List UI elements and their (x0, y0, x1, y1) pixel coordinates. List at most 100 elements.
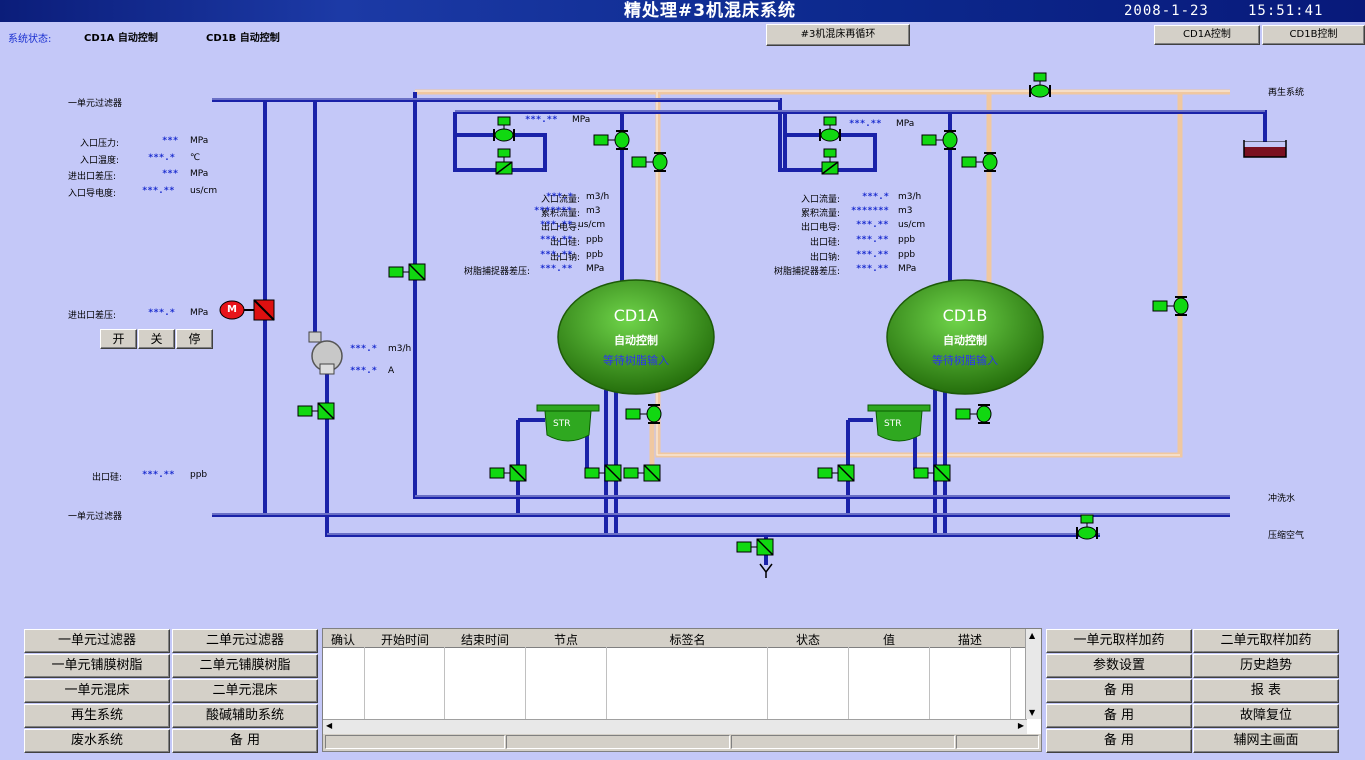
col-divider (525, 647, 526, 719)
system-status-label: 系统状态: (8, 34, 52, 45)
col-description[interactable]: 描述 (957, 633, 982, 647)
regen-tank (1243, 141, 1287, 158)
filter-top-label: 一单元过滤器 (68, 99, 123, 109)
col-node[interactable]: 节点 (553, 633, 578, 647)
nav-unit2-filter[interactable]: 二单元过滤器 (172, 629, 318, 653)
nav-unit1-mixed-bed[interactable]: 一单元混床 (24, 679, 170, 703)
cd1b-param-label: 出口硅: (809, 238, 840, 248)
cd1b-param-value: ***.** (856, 235, 889, 245)
recirculation-button[interactable]: #3机混床再循环 (766, 24, 910, 46)
alarm-horizontal-scrollbar[interactable]: ◀ ▶ (323, 719, 1027, 734)
cd1a-param-label: 出口电导: (540, 223, 580, 233)
stop-button[interactable]: 停 (176, 329, 213, 349)
col-status[interactable]: 状态 (795, 633, 820, 647)
cd1a-param-value: ***.* (546, 192, 574, 202)
nav-unit1-filter[interactable]: 一单元过滤器 (24, 629, 170, 653)
nav-spare-3[interactable]: 备 用 (1046, 729, 1192, 753)
nav-unit2-mixed-bed[interactable]: 二单元混床 (172, 679, 318, 703)
nav-unit1-precoat[interactable]: 一单元铺膜树脂 (24, 654, 170, 678)
compressed-air-label: 压缩空气 (1268, 531, 1305, 541)
motor-label[interactable]: M (227, 304, 237, 315)
open-button[interactable]: 开 (100, 329, 137, 349)
cd1b-param-value: ***.** (856, 264, 889, 274)
nav-unit2-sampling[interactable]: 二单元取样加药 (1193, 629, 1339, 653)
window-title: 精处理#3机混床系统 (623, 1, 797, 21)
cd1b-control-button[interactable]: CD1B控制 (1262, 25, 1365, 45)
cd1a-param-unit: MPa (586, 264, 605, 274)
pump-diff-value: ***.* (148, 308, 176, 318)
col-start-time[interactable]: 开始时间 (380, 633, 429, 647)
nav-parameter-settings[interactable]: 参数设置 (1046, 654, 1192, 678)
nav-report[interactable]: 报 表 (1193, 679, 1339, 703)
nav-unit1-sampling[interactable]: 一单元取样加药 (1046, 629, 1192, 653)
col-divider (364, 647, 365, 719)
cd1b-mode: 自动控制 (943, 334, 987, 347)
pump-diff-unit: MPa (190, 308, 209, 318)
inlet-pressure-unit: MPa (190, 136, 209, 146)
pump-diff-label: 进出口差压: (68, 311, 117, 321)
cd1a-bypass-pressure-value: ***.** (525, 115, 558, 125)
inlet-temp-unit: ℃ (190, 153, 201, 163)
alarm-status-footer (323, 734, 1041, 751)
cd1a-param-value: ***.** (540, 250, 573, 260)
col-divider (1010, 647, 1011, 719)
nav-waste-water-system[interactable]: 废水系统 (24, 729, 170, 753)
date-display: 2008-1-23 (1124, 3, 1209, 19)
nav-history-trend[interactable]: 历史趋势 (1193, 654, 1339, 678)
cd1a-control-button[interactable]: CD1A控制 (1154, 25, 1260, 45)
cd1b-param-value: ***.** (856, 250, 889, 260)
cd1b-name: CD1B (942, 306, 988, 325)
cd1a-bypass-pressure-unit: MPa (572, 115, 591, 125)
cd1b-param-label: 出口钠: (809, 253, 840, 263)
cd1a-param-label: 树脂捕捉器差压: (463, 267, 530, 277)
cd1a-param-label: 出口钠: (549, 253, 580, 263)
pump-current-value: ***.* (350, 366, 378, 376)
cd1b-state: 等待树脂输入 (932, 354, 998, 367)
diff-pressure-value: *** (162, 169, 179, 179)
cd1b-bypass-pressure-value: ***.** (849, 119, 882, 129)
nav-unit2-precoat[interactable]: 二单元铺膜树脂 (172, 654, 318, 678)
cd1b-bypass-pressure-unit: MPa (896, 119, 915, 129)
inlet-pressure-label: 入口压力: (80, 139, 120, 149)
cd1a-name: CD1A (613, 306, 659, 325)
inlet-cond-value: ***.** (142, 186, 175, 196)
filter-bottom-label: 一单元过滤器 (68, 512, 123, 522)
col-tag-name[interactable]: 标签名 (669, 633, 706, 647)
flush-water-label: 冲洗水 (1268, 494, 1296, 504)
nav-fault-reset[interactable]: 故障复位 (1193, 704, 1339, 728)
nav-spare-1[interactable]: 备 用 (1046, 679, 1192, 703)
cd1b-param-value: ***.** (856, 220, 889, 230)
scroll-right-icon[interactable]: ▶ (1017, 721, 1024, 730)
col-divider (606, 647, 607, 719)
scroll-up-icon[interactable]: ▲ (1029, 631, 1036, 640)
nav-acid-alkali-system[interactable]: 酸碱辅助系统 (172, 704, 318, 728)
cd1a-param-value: ***.** (540, 235, 573, 245)
cd1a-state: 等待树脂输入 (603, 354, 669, 367)
cd1b-param-unit: m3 (898, 206, 913, 216)
outlet-si-value: ***.** (142, 470, 175, 480)
nav-aux-main[interactable]: 辅网主画面 (1193, 729, 1339, 753)
title-bar: 精处理#3机混床系统 2008-1-23 15:51:41 (0, 0, 1365, 22)
alarm-table[interactable]: 确认 开始时间 结束时间 节点 标签名 状态 值 描述 ▲ ▼ ◀ ▶ (322, 628, 1042, 752)
strainer-a-label: STR (553, 419, 571, 429)
cd1b-param-unit: ppb (898, 250, 916, 260)
nav-spare-left[interactable]: 备 用 (172, 729, 318, 753)
nav-regen-system[interactable]: 再生系统 (24, 704, 170, 728)
cd1a-param-unit: m3/h (586, 192, 610, 202)
cd1b-param-label: 累积流量: (800, 209, 840, 219)
cd1a-param-value: ***.** (540, 220, 573, 230)
scroll-down-icon[interactable]: ▼ (1029, 708, 1036, 717)
diff-pressure-unit: MPa (190, 169, 209, 179)
col-value[interactable]: 值 (882, 633, 895, 647)
col-ack[interactable]: 确认 (330, 633, 355, 647)
alarm-table-header: 确认 开始时间 结束时间 节点 标签名 状态 值 描述 (323, 629, 1027, 648)
scroll-left-icon[interactable]: ◀ (326, 721, 333, 730)
inlet-cond-label: 入口导电度: (68, 189, 117, 199)
pump-flow-unit: m3/h (388, 344, 412, 354)
col-divider (929, 647, 930, 719)
alarm-vertical-scrollbar[interactable]: ▲ ▼ (1025, 629, 1041, 719)
col-end-time[interactable]: 结束时间 (460, 633, 509, 647)
nav-spare-2[interactable]: 备 用 (1046, 704, 1192, 728)
close-button[interactable]: 关 (138, 329, 175, 349)
cd1a-param-value: ***.** (540, 264, 573, 274)
